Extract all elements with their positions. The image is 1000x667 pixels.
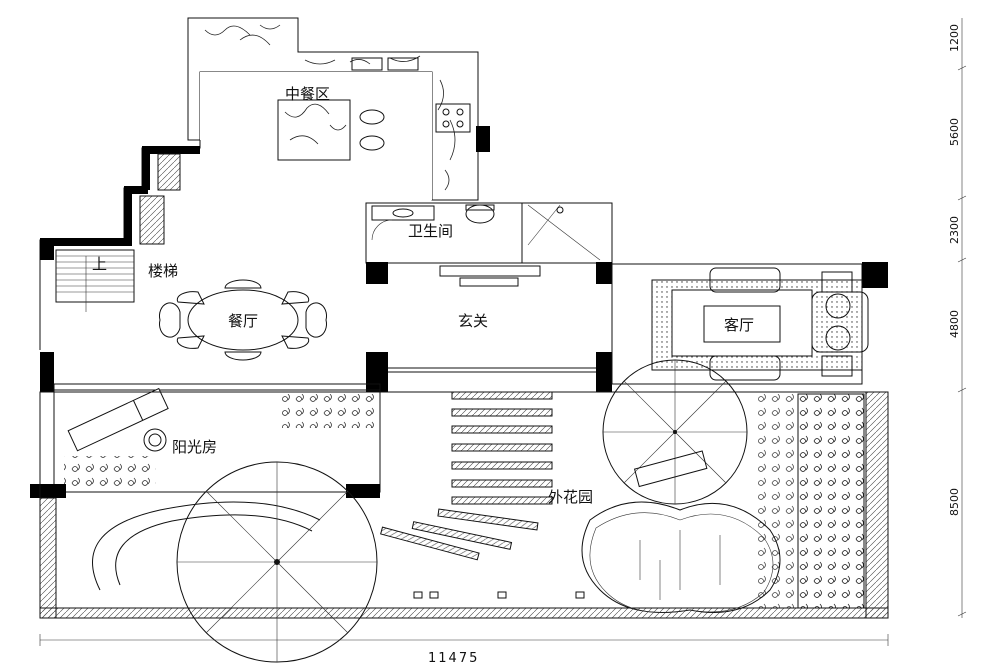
living-room: 客厅 (611, 262, 888, 385)
label-dining-room: 餐厅 (228, 312, 258, 330)
dimension-2300: 2300 (948, 216, 961, 244)
vertical-dimension-line: 1200 5600 2300 4800 8500 (948, 18, 967, 618)
label-living-room: 客厅 (724, 316, 754, 334)
dining-room: 餐厅 (159, 279, 327, 361)
label-garden: 外花园 (548, 488, 593, 506)
label-foyer: 玄关 (458, 312, 488, 330)
foyer: 玄关 (366, 265, 612, 392)
label-dining-area: 中餐区 (285, 85, 330, 103)
dimension-4800: 4800 (948, 310, 961, 338)
kitchen-area: 中餐区 (187, 17, 490, 201)
garden: 外花园 (39, 359, 889, 663)
label-stairs-up: 上 (92, 255, 107, 273)
dimension-1200: 1200 (948, 24, 961, 52)
label-bathroom: 卫生间 (408, 222, 453, 240)
label-sunroom: 阳光房 (172, 438, 217, 456)
dimension-5600: 5600 (948, 118, 961, 146)
horizontal-dimension-line: 11475 (39, 634, 889, 666)
bathroom: 卫生间 (365, 202, 613, 284)
small-umbrella (602, 359, 748, 505)
dimension-total-width: 11475 (428, 651, 479, 666)
sunroom: 阳光房 (30, 383, 381, 498)
left-stepped-wall (39, 140, 201, 392)
stairs: 上 楼梯 (55, 249, 178, 312)
dimension-8500: 8500 (948, 488, 961, 516)
label-stairs: 楼梯 (148, 262, 178, 280)
